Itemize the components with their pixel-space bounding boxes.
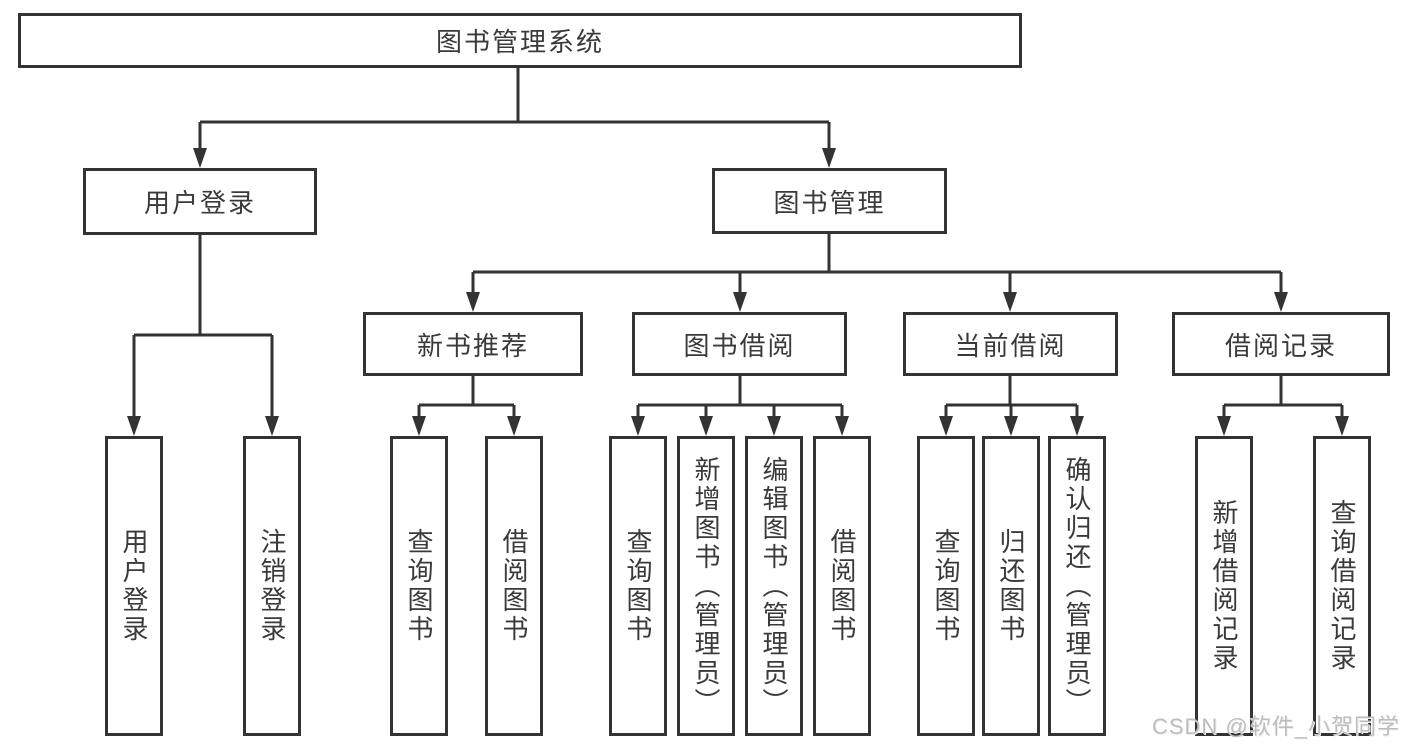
leaf-label: 注销登录 <box>257 528 287 644</box>
leaf-label: 借阅图书 <box>499 528 529 644</box>
leaf-label: 归还图书 <box>996 528 1026 644</box>
leaf-query-books-borrow: 查询图书 <box>609 436 667 736</box>
leaf-label: 新增图书（管理员） <box>691 455 721 717</box>
leaf-logout: 注销登录 <box>243 436 301 736</box>
node-current-borrowing: 当前借阅 <box>903 312 1118 376</box>
csdn-watermark: CSDN @软件_小贺同学 <box>1151 714 1400 739</box>
leaf-borrow-books-recommend: 借阅图书 <box>485 436 543 736</box>
leaf-label: 用户登录 <box>119 528 149 644</box>
leaf-query-books-current: 查询图书 <box>917 436 975 736</box>
leaf-borrow-books: 借阅图书 <box>813 436 871 736</box>
connector-paths <box>132 68 1344 418</box>
leaf-label: 查询图书 <box>623 528 653 644</box>
node-new-book-recommendation: 新书推荐 <box>363 312 583 376</box>
node-user-login: 用户登录 <box>83 168 317 235</box>
arrowheads <box>127 148 1349 436</box>
node-root-system: 图书管理系统 <box>18 13 1022 68</box>
node-book-borrowing: 图书借阅 <box>632 312 847 376</box>
leaf-add-books-admin: 新增图书（管理员） <box>677 436 735 736</box>
leaf-label: 借阅图书 <box>827 528 857 644</box>
leaf-user-login: 用户登录 <box>105 436 163 736</box>
leaf-confirm-return-admin: 确认归还（管理员） <box>1048 436 1106 736</box>
leaf-query-borrow-record: 查询借阅记录 <box>1313 436 1371 736</box>
leaf-add-borrow-record: 新增借阅记录 <box>1195 436 1253 736</box>
leaf-label: 查询图书 <box>404 528 434 644</box>
leaf-edit-books-admin: 编辑图书（管理员） <box>745 436 803 736</box>
leaf-query-books-recommend: 查询图书 <box>390 436 448 736</box>
leaf-label: 编辑图书（管理员） <box>759 455 789 717</box>
leaf-label: 查询图书 <box>931 528 961 644</box>
leaf-label: 查询借阅记录 <box>1327 499 1357 673</box>
leaf-return-books: 归还图书 <box>982 436 1040 736</box>
node-borrowing-records: 借阅记录 <box>1172 312 1390 376</box>
leaf-label: 新增借阅记录 <box>1209 499 1239 673</box>
node-book-management: 图书管理 <box>712 168 947 234</box>
leaf-label: 确认归还（管理员） <box>1062 455 1092 717</box>
